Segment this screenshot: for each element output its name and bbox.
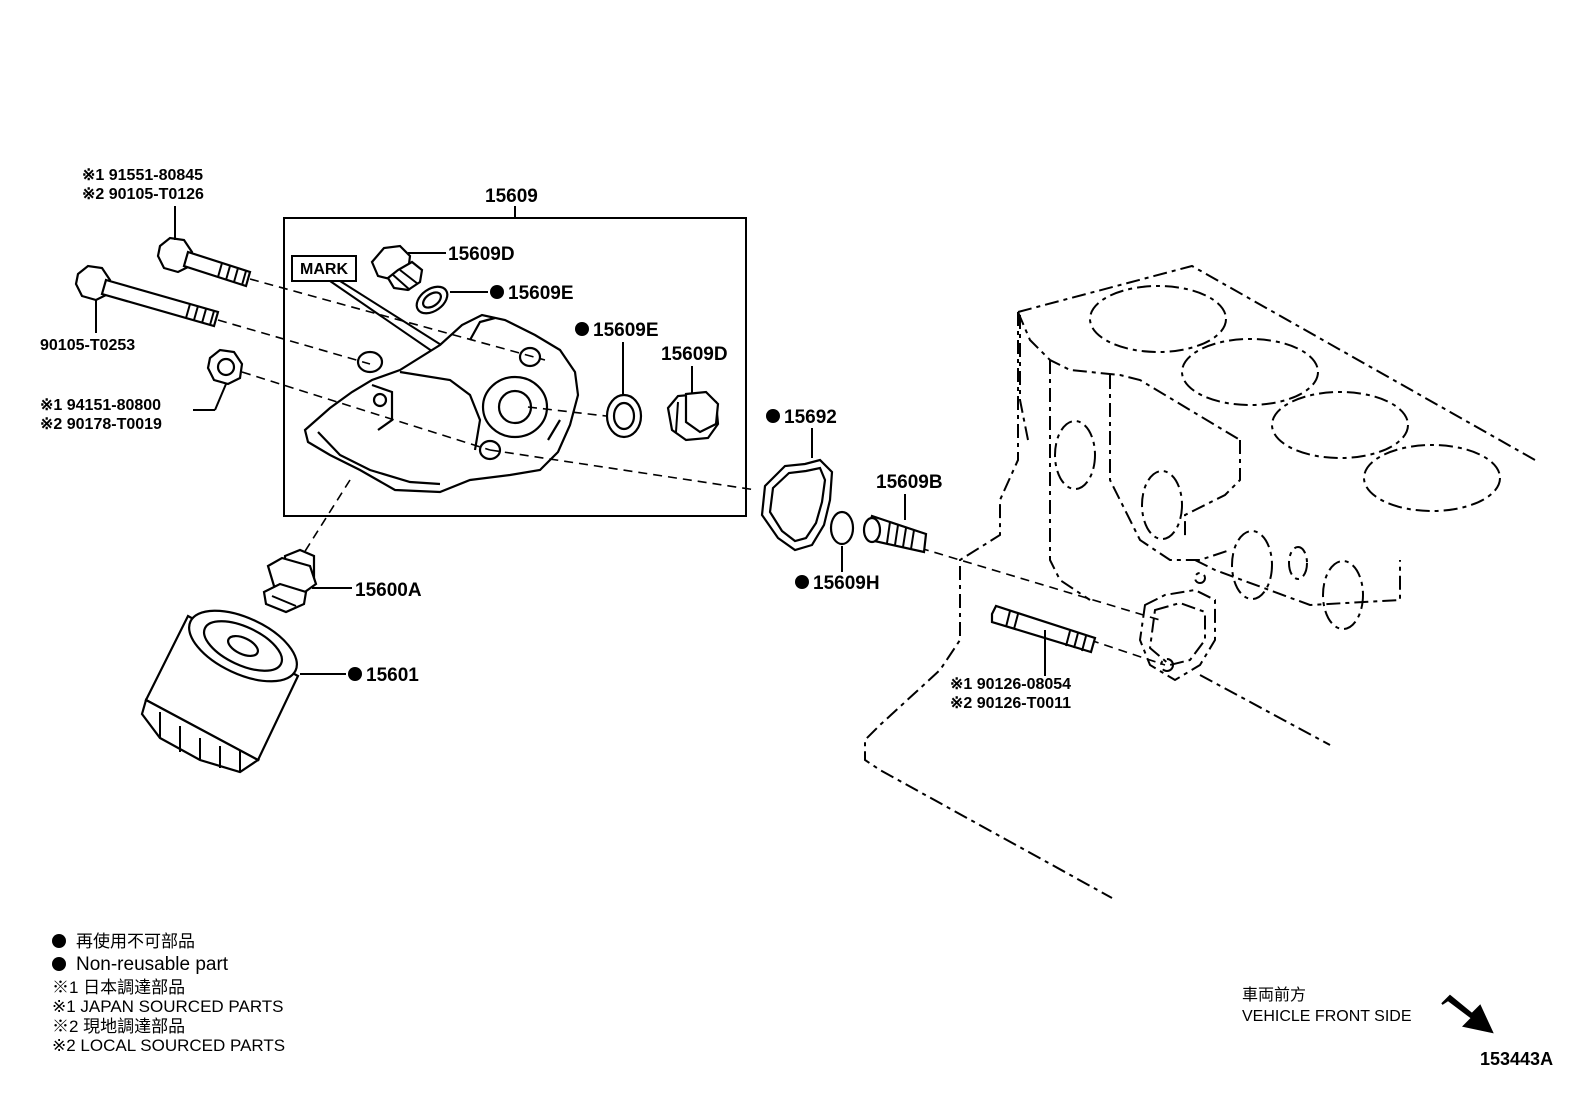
o-ring-15609h [829,510,855,546]
label-bolt-top-1: ※1 91551-80845 [82,167,203,184]
non-reusable-mark [575,322,589,336]
label-stud-1: ※1 90126-08054 [950,676,1071,693]
legend-local-jp: ※2 現地調達部品 [52,1016,186,1036]
pipe-15609b [862,514,928,554]
vehicle-front-note: 車両前方 VEHICLE FRONT SIDE [1242,985,1412,1027]
gasket-15692 [760,458,834,552]
label-15609d-top: 15609D [448,244,515,265]
label-15692: 15692 [784,407,837,428]
label-mark: MARK [300,261,348,278]
oil-filter-bracket [303,313,580,494]
label-nut-2: ※2 90178-T0019 [40,416,162,433]
mark-tag [291,255,357,282]
label-15601: 15601 [366,665,419,686]
label-stud-2: ※2 90126-T0011 [950,695,1071,712]
stud-bolt-90126 [990,604,1097,654]
gasket-15609e-mid [605,393,643,439]
bullet-icon [52,934,66,948]
bullet-icon [52,956,66,971]
legend-non-reusable-jp: 再使用不可部品 [52,932,285,952]
label-bolt-top-2: ※2 90105-T0126 [82,186,204,203]
union-15600a [262,548,318,614]
label-nut-1: ※1 94151-80800 [40,397,161,414]
non-reusable-mark [490,285,504,299]
vehicle-front-en: VEHICLE FRONT SIDE [1242,1008,1412,1025]
label-15609h: 15609H [813,573,880,594]
vehicle-front-jp: 車両前方 [1242,987,1307,1004]
label-15609b: 15609B [876,472,943,493]
label-15609d-mid: 15609D [661,344,728,365]
gasket-15609e-top [415,285,449,315]
legend-japan-jp: ※1 日本調達部品 [52,977,186,997]
legend-local-en: ※2 LOCAL SOURCED PARTS [52,1036,286,1055]
oil-filter-15601 [140,609,300,774]
label-15609e-top: 15609E [508,283,574,304]
label-15609: 15609 [485,186,538,207]
figure-number: 153443A [1480,1049,1554,1069]
legend-non-reusable-en: Non-reusable part [52,952,285,978]
vehicle-front-arrow-icon [1441,994,1494,1034]
label-15609e-mid: 15609E [593,320,659,341]
bolt-90105-t0253 [74,264,220,328]
non-reusable-mark [795,575,809,589]
engine-block [864,264,1536,899]
drain-plug-15609d-top [370,244,424,292]
legend-japan-en: ※1 JAPAN SOURCED PARTS [52,997,284,1016]
non-reusable-mark [766,409,780,423]
drain-plug-15609d-mid [666,390,720,442]
nut-94151 [206,348,244,386]
bolt-91551 [156,236,252,288]
label-15600a: 15600A [355,580,422,601]
label-bolt-long: 90105-T0253 [40,337,135,354]
legend: 再使用不可部品 Non-reusable part ※1 日本調達部品 ※1 J… [52,932,285,1056]
non-reusable-mark [348,667,362,681]
